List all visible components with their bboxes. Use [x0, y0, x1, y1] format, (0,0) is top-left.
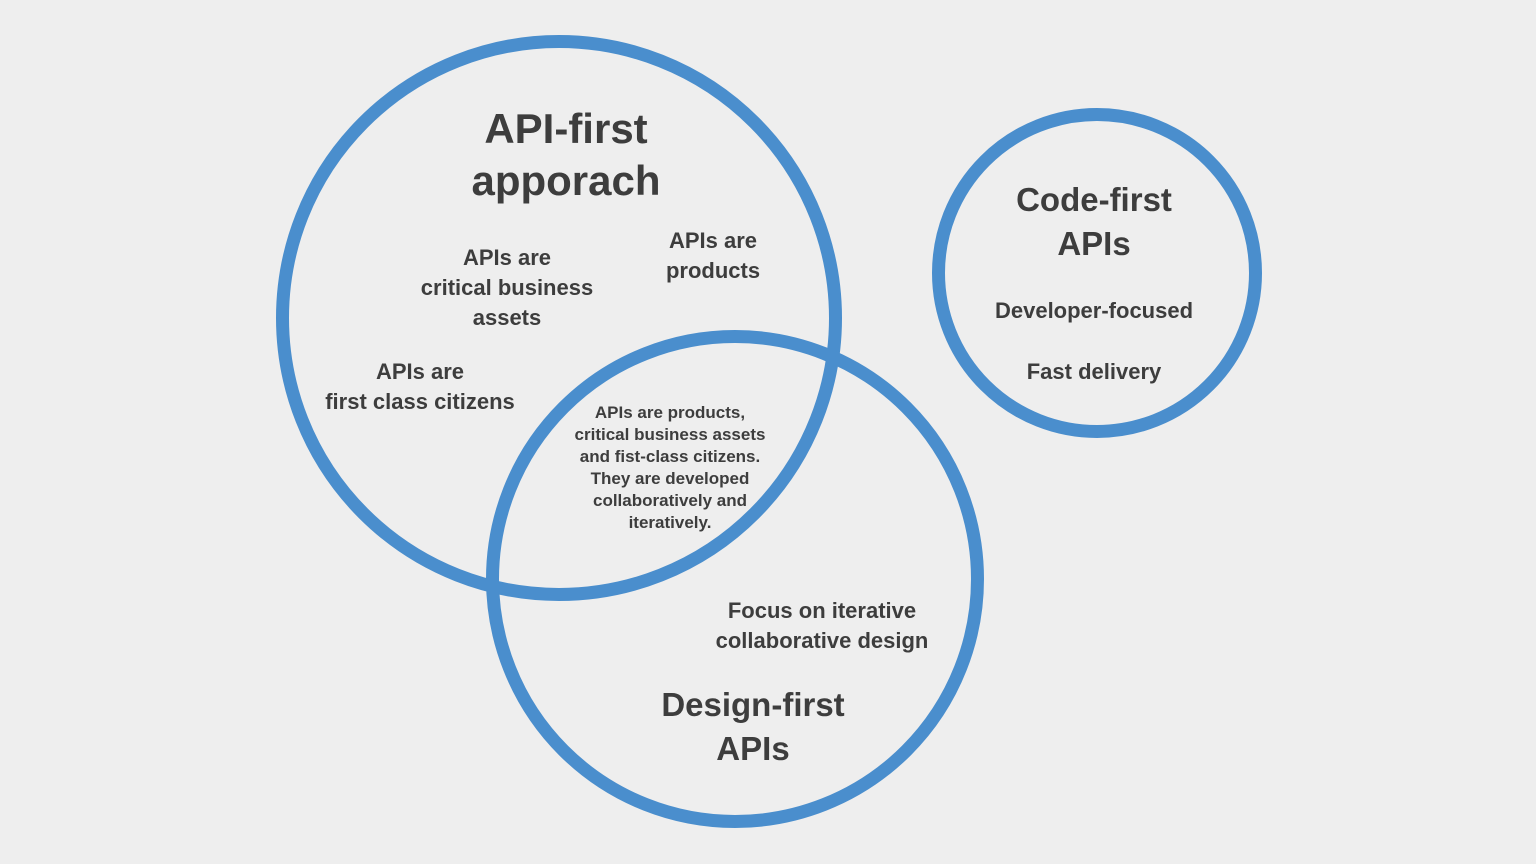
- api-first-title: API-first apporach: [471, 105, 661, 204]
- design-first-item-focus: Focus on iterative collaborative design: [715, 598, 929, 653]
- api-first-item-critical-assets: APIs are critical business assets: [420, 245, 594, 330]
- code-first-item-developer-focused: Developer-focused: [994, 298, 1194, 323]
- code-first-circle: [932, 108, 1262, 438]
- design-first-title: Design-first APIs: [661, 686, 845, 767]
- overlap-api-design-text: APIs are products, critical business ass…: [574, 403, 766, 532]
- api-first-item-first-class-citizens: APIs are first class citizens: [325, 359, 515, 414]
- api-first-item-products: APIs are products: [665, 228, 761, 283]
- code-first-title: Code-first APIs: [1016, 181, 1172, 262]
- code-first-item-fast-delivery: Fast delivery: [1026, 359, 1162, 384]
